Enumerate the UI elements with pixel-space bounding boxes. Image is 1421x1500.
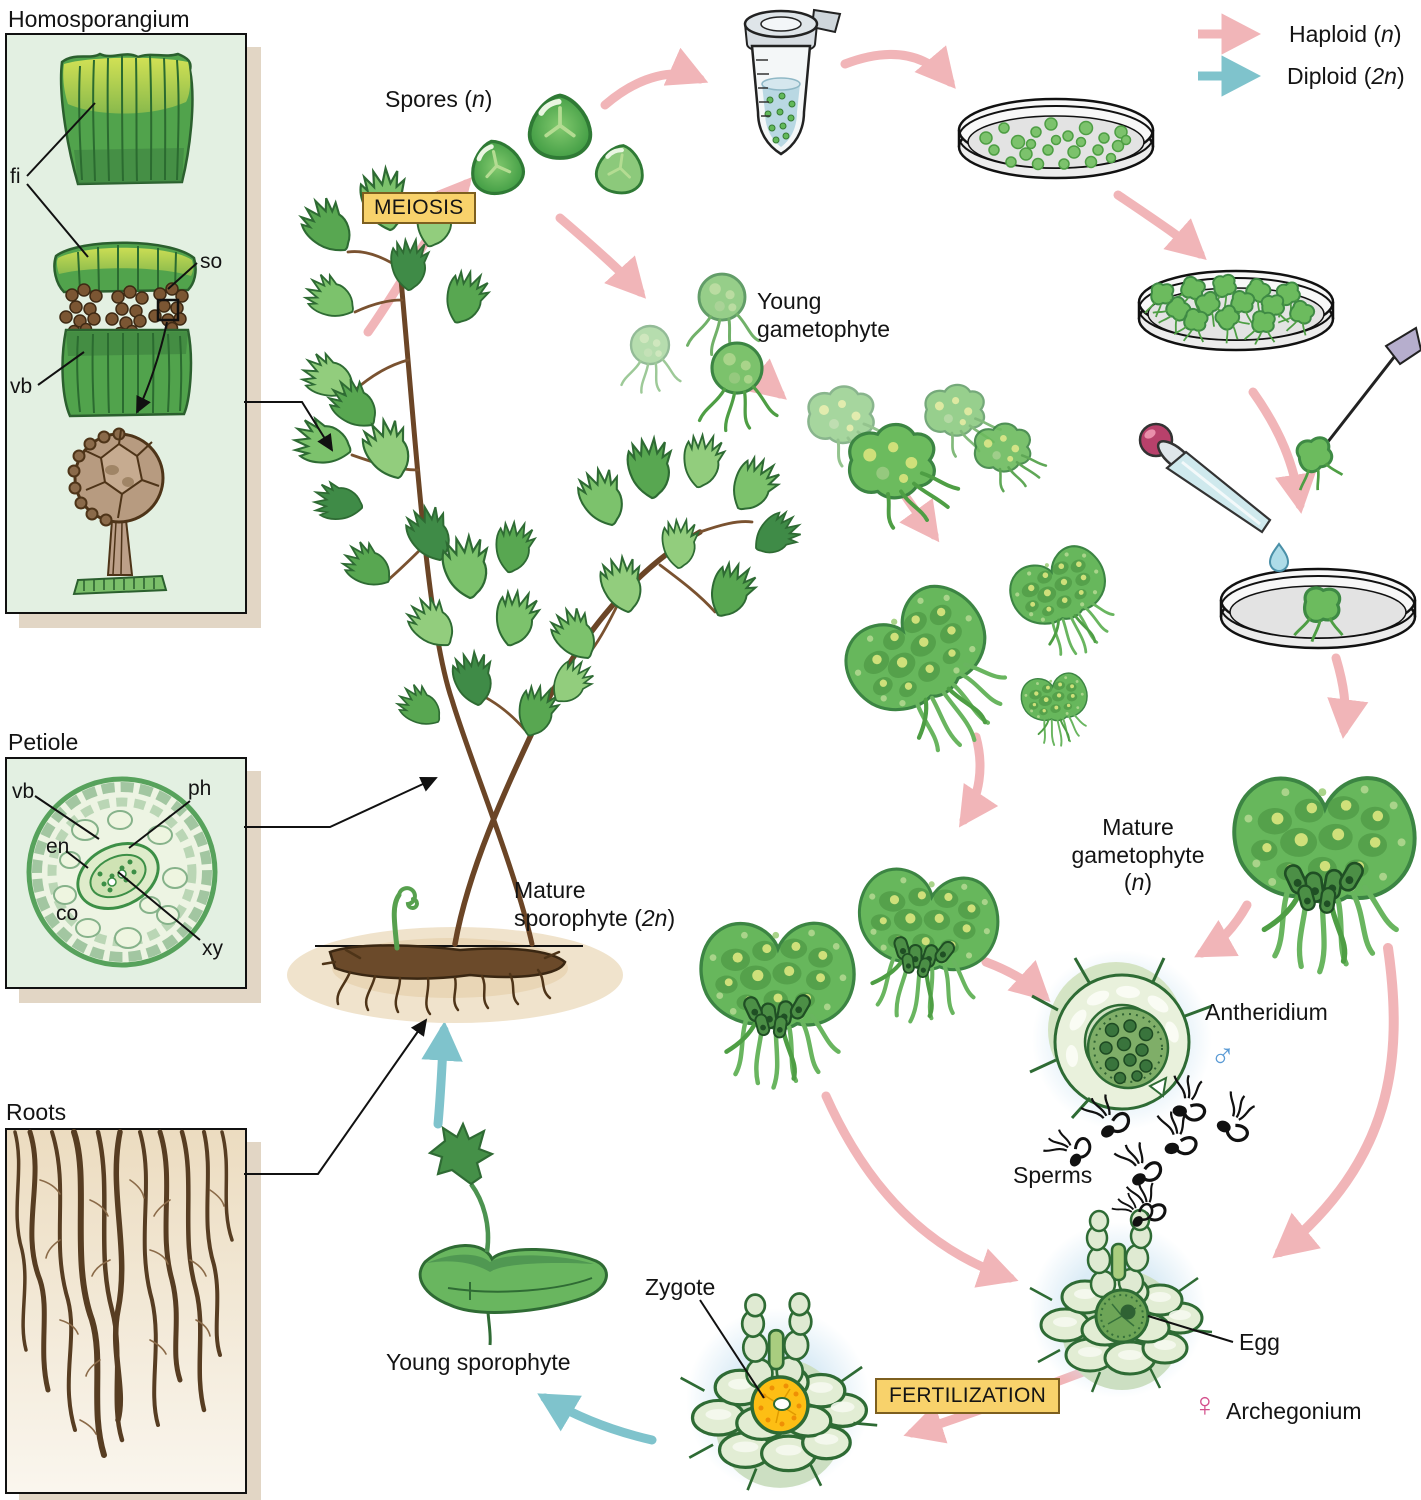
arrow-spores-to-young-gametophyte — [555, 213, 647, 299]
archegonium-illustration — [1028, 1185, 1234, 1398]
zygote-leader-line — [699, 1299, 765, 1399]
petri-dish-spores-icon — [957, 97, 1155, 180]
arrow-zygote-to-young-sporophyte — [537, 1393, 657, 1445]
arrow-young-to-mature-sporophyte — [421, 1021, 463, 1129]
petiole-art — [26, 776, 218, 968]
label-vb-homo: vb — [10, 375, 33, 398]
dropper-icon — [1138, 422, 1272, 534]
legend-diploid-label: Diploid (2n) — [1287, 63, 1405, 89]
homosporangium-leader-lines — [26, 102, 198, 386]
microcentrifuge-tube-icon — [743, 8, 842, 156]
label-co: co — [56, 902, 79, 925]
homosporangium-connector — [244, 401, 334, 452]
label-en: en — [46, 835, 70, 858]
antheridium-label: Antheridium — [1205, 999, 1328, 1025]
archegonium-label: Archegonium — [1226, 1398, 1362, 1424]
young-sporophyte-label: Young sporophyte — [386, 1349, 571, 1375]
homosporangium-title: Homosporangium — [8, 6, 190, 32]
arrow-dish3-to-gametophyte — [1327, 653, 1369, 739]
arrow-left-to-archegonium — [821, 1091, 1019, 1288]
arrow-spores-to-tube — [600, 47, 709, 110]
panel-connectors — [244, 401, 438, 1175]
detail-square — [156, 298, 180, 322]
mature-sporophyte-fern — [287, 164, 807, 1023]
petiole-leader-lines — [34, 795, 201, 941]
label-xy: xy — [202, 937, 223, 960]
rhizome — [321, 944, 567, 1016]
label-fi: fi — [10, 165, 21, 188]
homosporangium-art — [26, 52, 198, 596]
developing-gametophyte-icons — [806, 383, 1048, 530]
petiole-connector — [244, 777, 438, 828]
sori — [59, 282, 189, 340]
arrow-tube-to-dish1 — [840, 45, 956, 89]
fiddlehead — [391, 886, 419, 951]
arrow-gametophyte-to-archegonium — [1272, 943, 1399, 1259]
transfer-pick-icon — [1283, 326, 1421, 498]
sporangium-detail — [67, 427, 168, 596]
roots-connector — [244, 1018, 428, 1175]
label-vb-petiole: vb — [12, 780, 35, 803]
label-ph: ph — [188, 777, 212, 800]
legend — [1198, 13, 1261, 97]
petri-dish-gametophytes-icon — [1137, 269, 1335, 352]
legend-haploid-label: Haploid (n) — [1289, 21, 1402, 47]
meiosis-box: MEIOSIS — [362, 192, 476, 224]
roots-art — [13, 1129, 234, 1458]
spores-label: Spores (n) — [385, 86, 493, 112]
spores-icon — [466, 96, 646, 198]
arrow-left-to-antheridium — [981, 957, 1051, 1003]
zygote-label: Zygote — [645, 1274, 716, 1300]
antheridium-illustration — [1029, 950, 1213, 1130]
arrow-to-antheridium — [1194, 900, 1252, 958]
fertilization-box: FERTILIZATION — [875, 1378, 1061, 1414]
zygote-illustration — [679, 1291, 879, 1492]
female-symbol: ♀ — [1192, 1386, 1218, 1424]
water-droplet-icon — [1268, 542, 1290, 572]
male-symbol: ♂ — [1210, 1036, 1236, 1074]
petiole-title: Petiole — [8, 729, 79, 755]
diploid-arrows — [421, 1021, 657, 1445]
arrow-heart-to-mature — [959, 732, 999, 828]
detail-arrow — [136, 321, 168, 414]
egg-label: Egg — [1239, 1329, 1280, 1355]
haploid-arrows — [363, 45, 1399, 1444]
arrow-dish1-to-dish2 — [1113, 190, 1207, 260]
young-sporophyte-illustration — [418, 1121, 608, 1346]
mature-gametophyte-label: Mature gametophyte (n) — [1071, 814, 1205, 896]
egg-leader-line — [1147, 1315, 1234, 1343]
arrow-dish2-down — [1248, 387, 1317, 514]
roots-title: Roots — [6, 1099, 67, 1125]
sperms-label: Sperms — [1013, 1162, 1093, 1188]
label-so: so — [200, 250, 223, 273]
young-gametophyte-icons — [620, 272, 779, 433]
mature-sporophyte-label: Mature sporophyte (2n) — [514, 877, 676, 931]
petri-dish-single-icon — [1219, 567, 1417, 650]
